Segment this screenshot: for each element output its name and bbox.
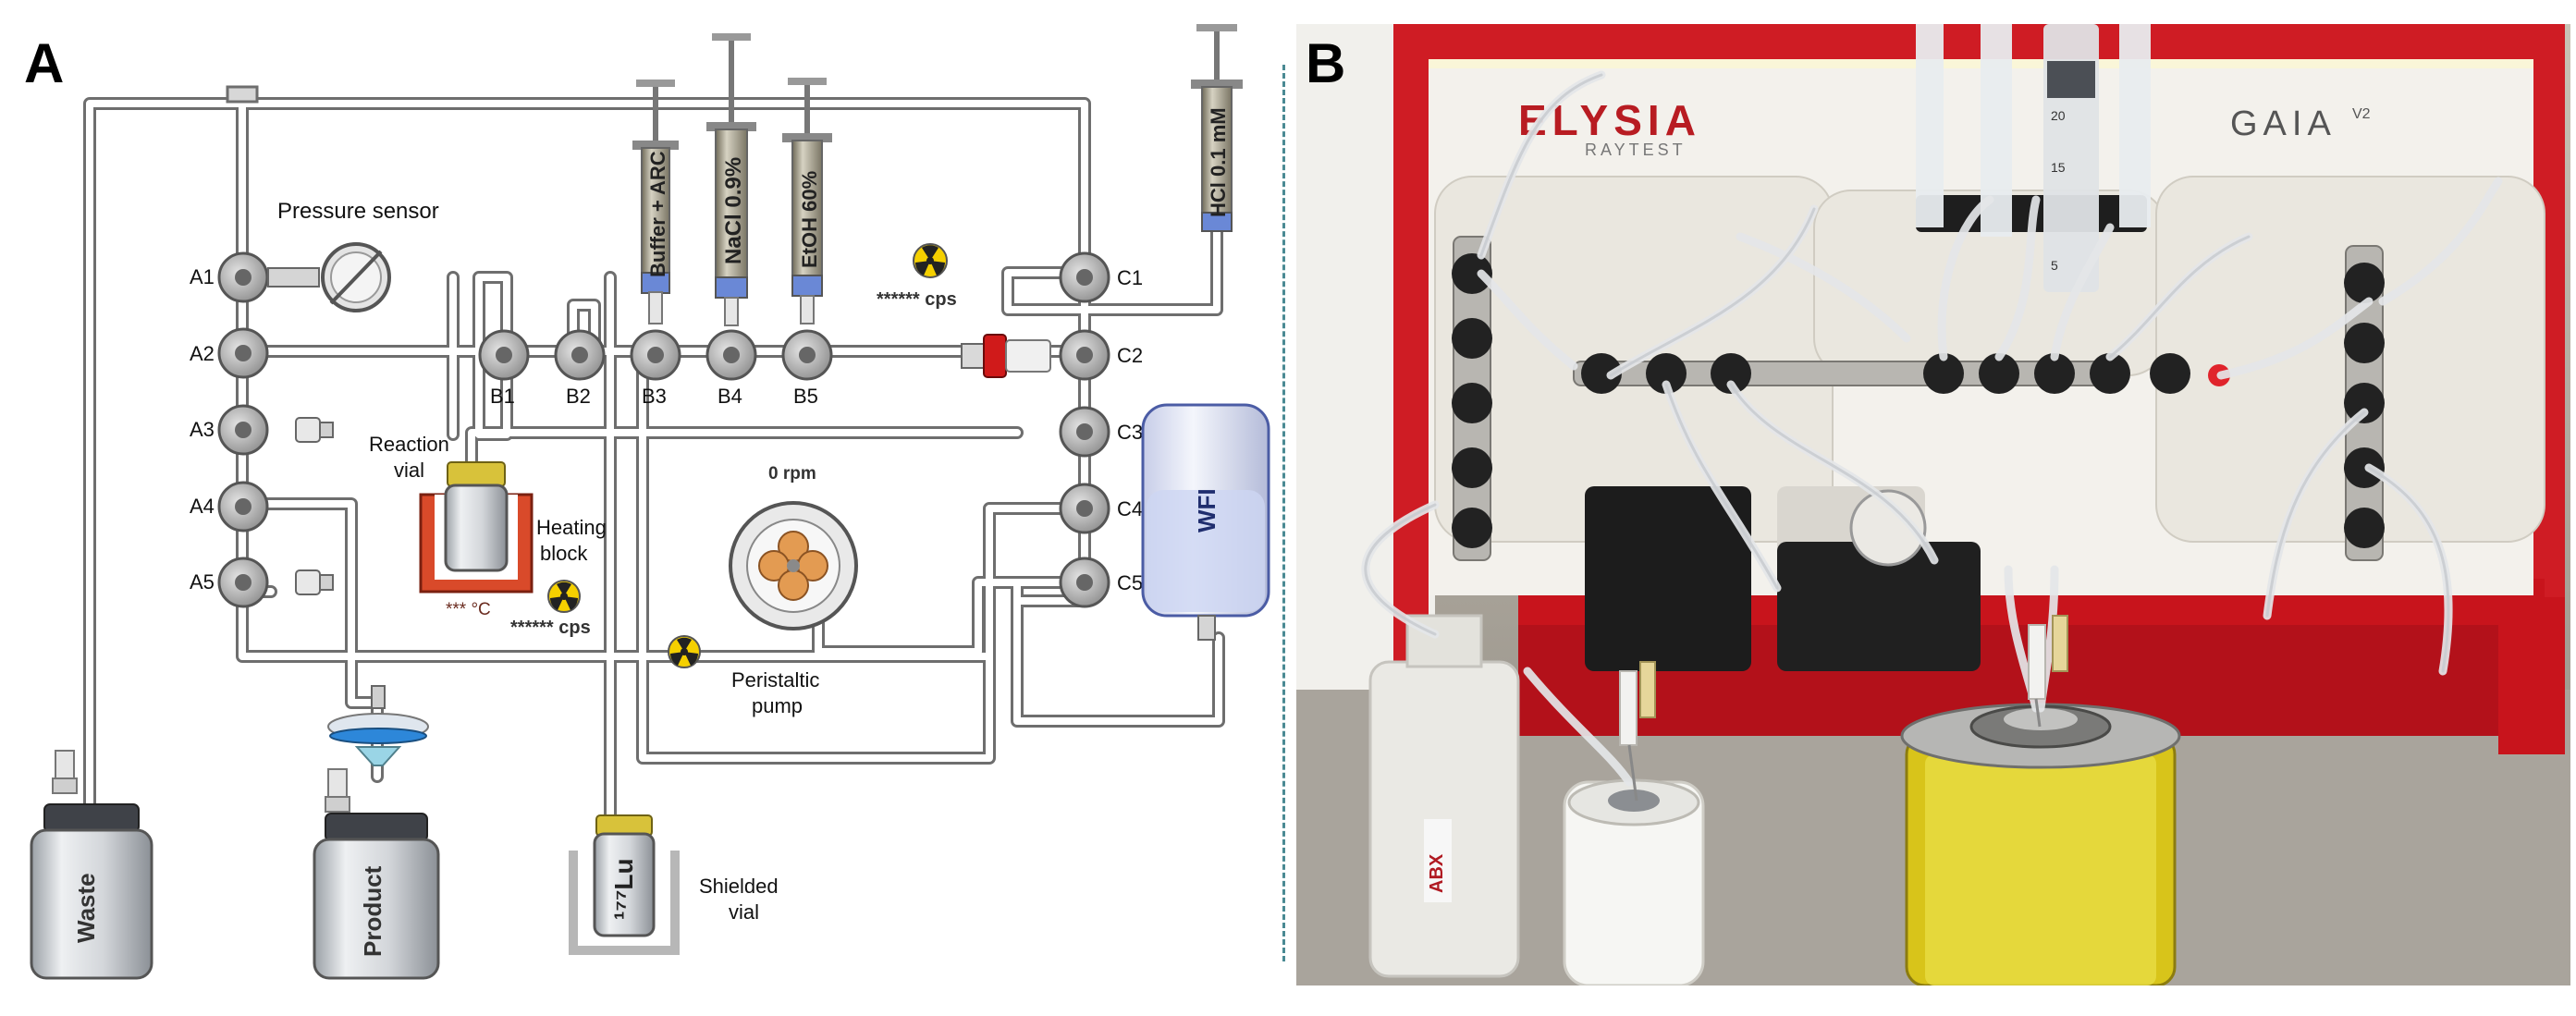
- label-c5: C5: [1117, 571, 1143, 594]
- panel-a-label: A: [24, 32, 65, 94]
- shielded-vial: ¹⁷⁷Lu: [569, 814, 680, 955]
- product-label: Product: [359, 865, 386, 957]
- label-b5: B5: [793, 385, 818, 408]
- syringe-buffer-label: Buffer + ARC: [646, 151, 669, 277]
- reaction-vial-label-2: vial: [394, 459, 424, 482]
- pressure-sensor-label: Pressure sensor: [277, 199, 439, 224]
- scale-20: 20: [2051, 108, 2066, 123]
- wfi-bag: WFI: [1141, 403, 1270, 641]
- label-c3: C3: [1117, 421, 1143, 444]
- shielded-vial-label-2: vial: [729, 900, 759, 924]
- valve-c1[interactable]: [1059, 251, 1110, 303]
- valve-b4[interactable]: [705, 329, 757, 381]
- valve-a2[interactable]: [217, 327, 269, 379]
- temperature-label: *** °C: [446, 600, 491, 619]
- valve-a4[interactable]: [217, 481, 269, 532]
- photo-left-valves: [1452, 253, 1492, 548]
- label-c1: C1: [1117, 266, 1143, 289]
- product-bottle: Product: [313, 813, 440, 980]
- valve-a5[interactable]: [217, 557, 269, 608]
- syringe-nacl-label: NaCl 0.9%: [721, 157, 746, 264]
- waste-bottle: Waste: [30, 803, 153, 980]
- valve-b5[interactable]: [781, 329, 833, 381]
- pressure-sensor-icon: [267, 242, 391, 312]
- valve-b2[interactable]: [554, 329, 606, 381]
- label-a5: A5: [190, 570, 215, 594]
- reaction-vial: [444, 461, 509, 572]
- panel-a-schematic: A: [0, 0, 1294, 1011]
- photo-right-valves: [2344, 263, 2385, 548]
- valve-c5[interactable]: [1059, 557, 1110, 608]
- syringe-hcl[interactable]: HCl 0.1 mM: [1191, 24, 1243, 232]
- heating-block-label-1: Heating: [536, 516, 607, 539]
- bottle-label: ABX: [1427, 853, 1447, 893]
- radiation-icon-pump-line: [668, 635, 701, 668]
- heating-block-label-2: block: [540, 542, 588, 565]
- label-b3: B3: [642, 385, 667, 408]
- label-c2: C2: [1117, 344, 1143, 367]
- reaction-vial-label-1: Reaction: [369, 433, 449, 456]
- scale-5: 5: [2051, 258, 2058, 273]
- radiation-icon-reaction: [547, 580, 581, 613]
- model-logo: GAIA: [2230, 104, 2337, 143]
- peristaltic-pump-icon[interactable]: [729, 501, 858, 630]
- shielded-vial-label-1: Shielded: [699, 875, 779, 898]
- pump-label-1: Peristaltic: [731, 668, 819, 692]
- syringe-etoh-label: EtOH 60%: [798, 171, 821, 268]
- scale-15: 15: [2051, 160, 2066, 175]
- panel-b-photo: ELYSIA RAYTEST GAIA V2 20 15 5: [1296, 24, 2570, 985]
- pump-speed-label: 0 rpm: [768, 464, 816, 484]
- luer-cap-product-vent: [325, 768, 350, 813]
- brand-logo: ELYSIA: [1518, 96, 1701, 144]
- c2-cartridge: [961, 334, 1051, 378]
- syringe-nacl[interactable]: NaCl 0.9%: [706, 33, 756, 326]
- fluidic-schematic: A1 A2 A3 A4 A5 B1 B2 B3 B4 B5 C1 C2 C3 C…: [30, 24, 1270, 980]
- luer-cap-waste-vent: [52, 750, 78, 794]
- valve-b3[interactable]: [630, 329, 681, 381]
- isotope-label: ¹⁷⁷Lu: [609, 858, 638, 920]
- valve-c2[interactable]: [1059, 329, 1110, 381]
- label-a4: A4: [190, 495, 215, 518]
- valve-b1[interactable]: [478, 329, 530, 381]
- label-c4: C4: [1117, 497, 1143, 520]
- radiation-icon-top: [913, 243, 948, 278]
- reaction-cps-label: ****** cps: [510, 618, 591, 638]
- syringe-etoh[interactable]: EtOH 60%: [782, 78, 832, 324]
- syringe-buffer[interactable]: Buffer + ARC: [632, 80, 679, 324]
- manifold-c: [1059, 251, 1110, 608]
- valve-c3[interactable]: [1059, 406, 1110, 458]
- valve-c4[interactable]: [1059, 483, 1110, 534]
- luer-cap-a3: [295, 417, 334, 443]
- panel-divider: [1282, 65, 1285, 961]
- syringe-hcl-label: HCl 0.1 mM: [1207, 107, 1230, 217]
- synthesizer-photo: ELYSIA RAYTEST GAIA V2 20 15 5: [1296, 24, 2570, 985]
- label-b1: B1: [490, 385, 515, 408]
- label-a2: A2: [190, 342, 215, 365]
- valve-a3[interactable]: [217, 404, 269, 456]
- valve-a1[interactable]: [217, 251, 269, 303]
- sterile-filter: [327, 685, 429, 766]
- manifold-b: [478, 329, 833, 381]
- label-b2: B2: [566, 385, 591, 408]
- label-a1: A1: [190, 265, 215, 288]
- waste-label: Waste: [72, 873, 100, 943]
- label-a3: A3: [190, 418, 215, 441]
- model-version: V2: [2352, 106, 2371, 122]
- luer-cap-a5: [295, 569, 334, 595]
- wfi-label: WFI: [1193, 488, 1221, 532]
- pump-label-2: pump: [752, 694, 803, 717]
- label-b4: B4: [718, 385, 742, 408]
- panel-b-label: B: [1306, 32, 1346, 94]
- brand-sub: RAYTEST: [1585, 141, 1687, 159]
- top-cps-label: ****** cps: [877, 289, 957, 310]
